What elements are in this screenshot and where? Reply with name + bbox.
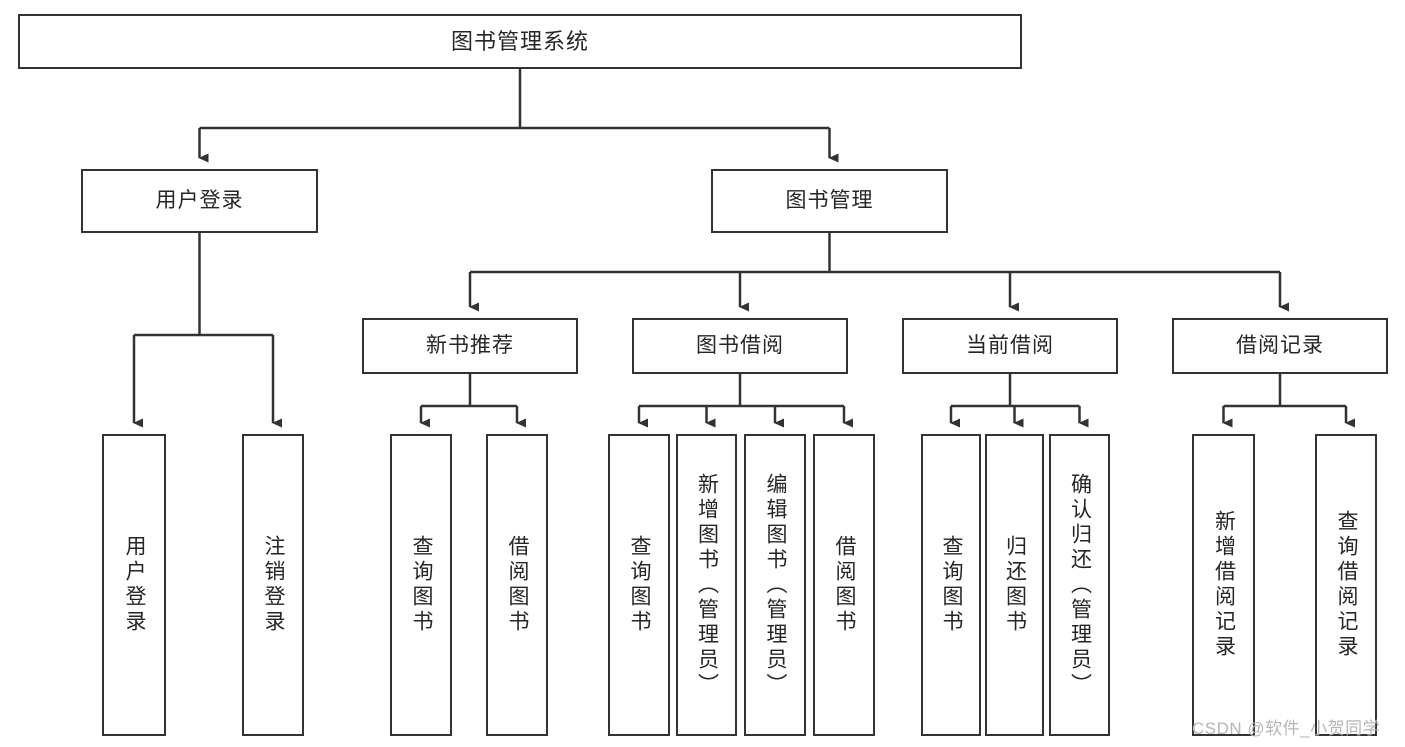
node-label-leaf2: 注销登录: [262, 535, 286, 635]
node-box-leaf13[interactable]: 查询借阅记录: [1315, 434, 1377, 736]
node-box-leaf8[interactable]: 借阅图书: [813, 434, 875, 736]
node-box-leaf11[interactable]: 确认归还（管理员）: [1049, 434, 1110, 736]
node-label-leaf12: 新增借阅记录: [1212, 510, 1236, 660]
node-box-current[interactable]: 当前借阅: [902, 318, 1118, 374]
node-label-current: 当前借阅: [966, 333, 1054, 357]
node-box-leaf3[interactable]: 查询图书: [390, 434, 452, 736]
node-label-leaf4: 借阅图书: [506, 535, 530, 635]
node-box-leaf6[interactable]: 新增图书（管理员）: [676, 434, 737, 736]
node-box-leaf9[interactable]: 查询图书: [921, 434, 981, 736]
node-label-leaf3: 查询图书: [410, 535, 434, 635]
node-box-leaf12[interactable]: 新增借阅记录: [1192, 434, 1255, 736]
node-box-bookmgmt[interactable]: 图书管理: [711, 169, 948, 233]
node-box-leaf7[interactable]: 编辑图书（管理员）: [744, 434, 806, 736]
edge-group-root-children: [198, 69, 839, 163]
node-label-newrec: 新书推荐: [426, 333, 514, 357]
node-label-bookmgmt: 图书管理: [785, 188, 874, 212]
node-label-leaf8: 借阅图书: [833, 535, 857, 635]
node-label-leaf5: 查询图书: [628, 535, 652, 635]
node-label-leaf11: 确认归还（管理员）: [1068, 472, 1092, 698]
node-box-borrow[interactable]: 图书借阅: [632, 318, 848, 374]
node-box-login[interactable]: 用户登录: [81, 169, 318, 233]
node-box-leaf4[interactable]: 借阅图书: [486, 434, 548, 736]
node-label-leaf10: 归还图书: [1003, 535, 1027, 635]
node-label-leaf7: 编辑图书（管理员）: [764, 472, 788, 698]
node-box-leaf5[interactable]: 查询图书: [608, 434, 670, 736]
node-label-borrow: 图书借阅: [696, 333, 784, 357]
edge-group-current-children: [949, 374, 1089, 428]
node-label-records: 借阅记录: [1236, 333, 1324, 357]
node-label-leaf6: 新增图书（管理员）: [695, 472, 719, 698]
node-label-root: 图书管理系统: [450, 28, 589, 54]
edge-group-newrec-children: [419, 374, 526, 428]
node-label-leaf9: 查询图书: [940, 535, 964, 635]
edge-group-bookmgmt-children: [468, 233, 1289, 312]
node-label-leaf13: 查询借阅记录: [1335, 510, 1359, 660]
edge-group-records-children: [1222, 374, 1355, 428]
node-box-root[interactable]: 图书管理系统: [18, 14, 1022, 69]
edge-group-login-children: [132, 233, 282, 428]
node-box-leaf1[interactable]: 用户登录: [102, 434, 166, 736]
node-box-newrec[interactable]: 新书推荐: [362, 318, 578, 374]
node-box-records[interactable]: 借阅记录: [1172, 318, 1388, 374]
node-box-leaf10[interactable]: 归还图书: [985, 434, 1044, 736]
edge-group-borrow-children: [637, 374, 853, 428]
node-label-leaf1: 用户登录: [123, 535, 147, 635]
node-label-login: 用户登录: [155, 188, 244, 212]
node-box-leaf2[interactable]: 注销登录: [242, 434, 304, 736]
